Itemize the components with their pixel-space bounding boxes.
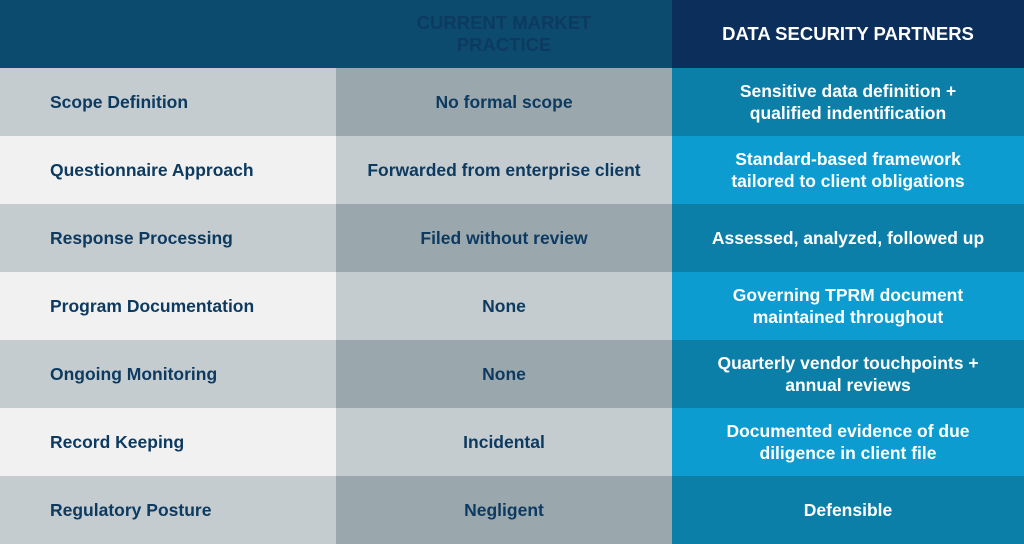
row-category-label: Questionnaire Approach [50, 160, 254, 180]
table-row-dsp: Assessed, analyzed, followed up [672, 204, 1024, 272]
table-row-category: Scope Definition [0, 68, 336, 136]
table-row-dsp: Sensitive data definition + qualified in… [672, 68, 1024, 136]
row-dsp-value: Standard-based framework tailored to cli… [731, 149, 965, 191]
table-row-current: Forwarded from enterprise client [336, 136, 672, 204]
row-current-value: None [482, 364, 526, 384]
table-row-current: Negligent [336, 476, 672, 544]
row-current-value: Incidental [463, 432, 545, 452]
row-dsp-value: Governing TPRM document maintained throu… [732, 285, 964, 327]
table-row-current: Filed without review [336, 204, 672, 272]
row-category-label: Response Processing [50, 228, 233, 248]
row-dsp-value: Defensible [803, 500, 893, 520]
row-current-value: Forwarded from enterprise client [367, 160, 641, 180]
table-row-current: No formal scope [336, 68, 672, 136]
table-row-category: Record Keeping [0, 408, 336, 476]
table-row-dsp: Standard-based framework tailored to cli… [672, 136, 1024, 204]
row-current-value: None [482, 296, 526, 316]
row-dsp-value: Assessed, analyzed, followed up [711, 228, 985, 248]
row-current-value: No formal scope [435, 92, 573, 112]
table-row-dsp: Quarterly vendor touchpoints + annual re… [672, 340, 1024, 408]
table-row-dsp: Documented evidence of due diligence in … [672, 408, 1024, 476]
table-row-current: None [336, 340, 672, 408]
row-dsp-value: Quarterly vendor touchpoints + annual re… [717, 353, 979, 395]
table-row-current: None [336, 272, 672, 340]
row-category-label: Program Documentation [50, 296, 255, 316]
row-category-label: Regulatory Posture [50, 500, 212, 520]
table-row-category: Ongoing Monitoring [0, 340, 336, 408]
row-category-label: Scope Definition [50, 92, 189, 112]
header-current-practice: CURRENT MARKET PRACTICE [336, 0, 672, 68]
header-data-security-partners: DATA SECURITY PARTNERS [672, 0, 1024, 68]
table-row-dsp: Governing TPRM document maintained throu… [672, 272, 1024, 340]
table-row-category: Regulatory Posture [0, 476, 336, 544]
row-current-value: Filed without review [420, 228, 588, 248]
row-dsp-value: Documented evidence of due diligence in … [726, 421, 970, 463]
header-dsp-label: DATA SECURITY PARTNERS [722, 23, 974, 44]
row-current-value: Negligent [464, 500, 544, 520]
row-category-label: Record Keeping [50, 432, 185, 452]
header-current-practice-label: CURRENT MARKET PRACTICE [416, 12, 592, 55]
table-row-current: Incidental [336, 408, 672, 476]
row-category-label: Ongoing Monitoring [50, 364, 218, 384]
header-category-cell [0, 0, 336, 68]
table-row-dsp: Defensible [672, 476, 1024, 544]
table-row-category: Questionnaire Approach [0, 136, 336, 204]
table-row-category: Response Processing [0, 204, 336, 272]
table-row-category: Program Documentation [0, 272, 336, 340]
row-dsp-value: Sensitive data definition + qualified in… [739, 81, 957, 123]
